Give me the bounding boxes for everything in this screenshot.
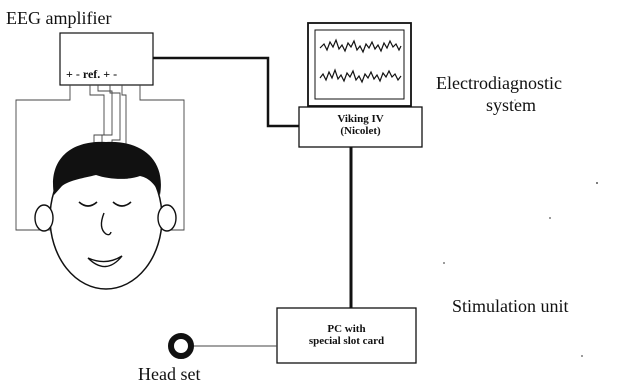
system-label: system [486,95,536,116]
viking-label-line2: (Nicolet) [299,125,422,137]
amplifier-to-viking-cable [153,58,299,126]
viking-label: Viking IV (Nicolet) [299,113,422,137]
stimulation-unit-label: Stimulation unit [452,296,569,317]
scan-specks [443,99,598,357]
head-set-label: Head set [138,364,200,385]
left-ear [35,205,53,231]
pc-label-line1: PC with [277,323,416,335]
patient-head [35,142,176,289]
viking-label-line1: Viking IV [299,113,422,125]
headset-icon [171,336,191,356]
pc-label-line2: special slot card [277,335,416,347]
pc-label: PC with special slot card [277,323,416,347]
amplifier-terminals-label: + - ref. + - [66,67,117,82]
right-ear [158,205,176,231]
electrodiagnostic-label: Electrodiagnostic [436,73,562,94]
monitor [308,23,411,106]
eeg-amplifier-label: EEG amplifier [6,8,111,29]
